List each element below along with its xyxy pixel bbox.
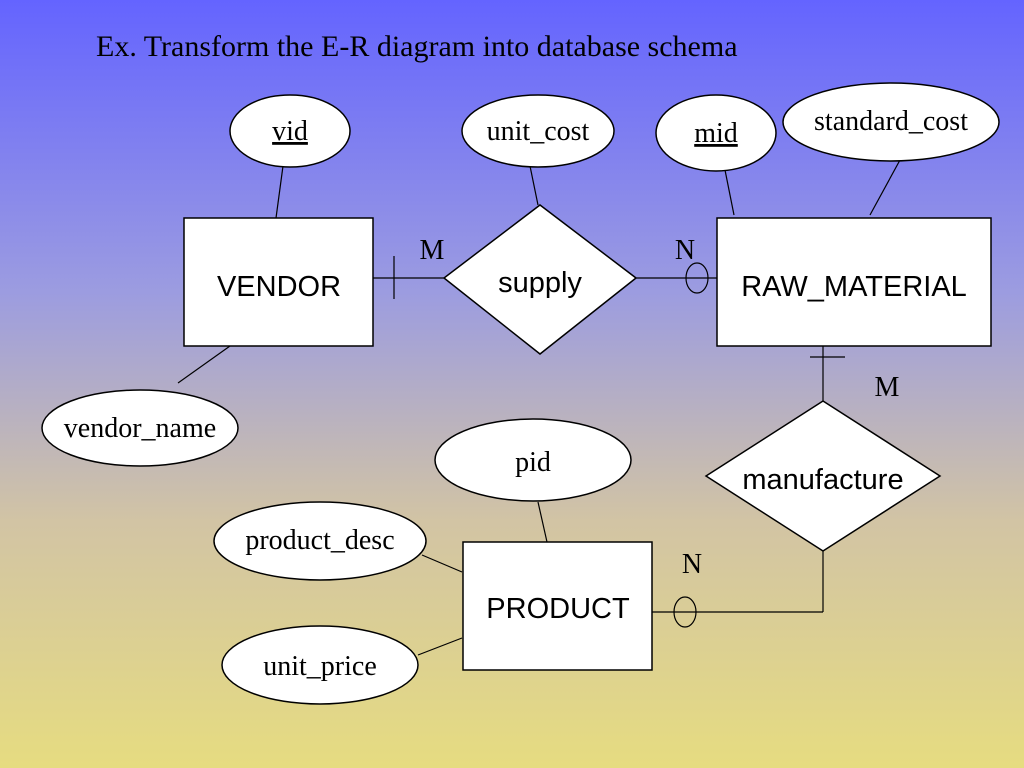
unit-cost-attribute [461,94,615,168]
manufacture-relationship [704,400,942,552]
product-desc-label: product_desc [245,525,394,556]
manufacture-label: manufacture [742,464,903,496]
vid-attribute [229,94,351,168]
cardinality-supply-raw-material: N [675,235,695,266]
product-label: PRODUCT [486,593,630,625]
vid-connector [275,165,284,219]
unit-cost-label: unit_cost [487,116,590,147]
raw-material-label: RAW_MATERIAL [741,271,967,303]
supply-relationship [442,204,638,355]
vendor-label: VENDOR [217,271,341,303]
vid-label: vid [272,116,308,147]
supply-label: supply [498,267,582,299]
unit-price-attribute [221,625,419,705]
slide-title: Ex. Transform the E-R diagram into datab… [96,30,738,63]
unit-price-connector [417,637,463,656]
mid-attribute [655,94,777,172]
product-desc-connector [421,554,463,573]
cardinality-manufacture-product: N [682,549,702,580]
standard-cost-label: standard_cost [814,106,968,137]
vendor-name-connector [177,345,231,384]
raw-material-entity [716,217,992,347]
unit-cost-connector [529,165,539,206]
vendor-name-attribute [41,389,239,467]
unit-price-label: unit_price [263,651,377,682]
mid-label: mid [694,118,738,149]
raw-material-optional-circle [685,262,709,294]
vendor-name-label: vendor_name [64,413,216,444]
product-entity [462,541,653,671]
cardinality-raw-material-manufacture: M [875,372,900,403]
cardinality-vendor-supply: M [420,235,445,266]
product-desc-attribute [213,501,427,581]
vendor-entity [183,217,374,347]
product-optional-circle [673,596,697,628]
mid-connector [724,169,735,216]
pid-attribute [434,418,632,502]
pid-connector [537,501,548,543]
standard-cost-attribute [782,82,1000,162]
pid-label: pid [515,447,551,478]
standard-cost-connector [869,159,901,216]
